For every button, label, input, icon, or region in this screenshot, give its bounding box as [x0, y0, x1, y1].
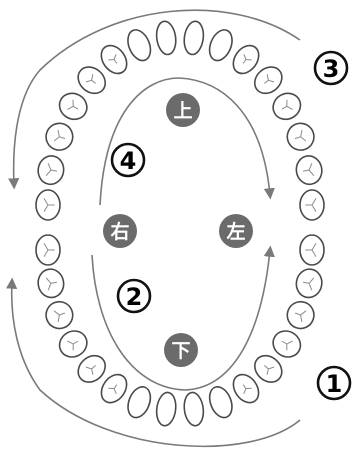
right-badge: 右	[103, 214, 137, 248]
upper-tooth	[208, 29, 233, 62]
step-3-number: 3	[323, 55, 340, 83]
outer-upper-arrow	[8, 9, 301, 190]
lower-tooth-fissure	[43, 243, 55, 257]
lower-tooth-fissure	[53, 310, 66, 322]
lower-tooth-fissure	[242, 384, 252, 394]
upper-tooth-fissure	[45, 163, 58, 177]
upper-tooth-fissure	[242, 54, 252, 64]
step-1-marker: 1	[316, 365, 352, 401]
upper-tooth-fissure	[281, 99, 293, 110]
inner-upper-arrow	[99, 77, 275, 206]
upper-teeth-arch	[35, 20, 325, 221]
upper-tooth-fissure	[294, 129, 307, 142]
left-badge: 左	[219, 214, 253, 248]
upper-tooth	[155, 20, 177, 56]
lower-tooth	[155, 391, 177, 427]
upper-tooth-fissure	[264, 74, 275, 84]
upper-tooth-fissure	[53, 129, 66, 142]
lower-teeth-arch	[35, 234, 325, 427]
lower-tooth-fissure	[45, 277, 58, 291]
lower-badge: 下	[164, 333, 198, 367]
left-label: 左	[226, 220, 245, 243]
lower-tooth	[183, 391, 205, 427]
right-label: 右	[109, 220, 129, 243]
lower-tooth-fissure	[264, 365, 275, 375]
step-4-marker: 4	[110, 142, 146, 178]
lower-label: 下	[171, 340, 190, 362]
step-4-number: 4	[120, 147, 137, 175]
upper-label: 上	[173, 100, 192, 122]
step-2-marker: 2	[116, 278, 152, 314]
lower-tooth-fissure	[294, 310, 307, 322]
upper-tooth	[127, 29, 152, 62]
upper-tooth-fissure	[305, 198, 317, 212]
upper-tooth-fissure	[67, 99, 79, 110]
lower-tooth	[127, 386, 152, 419]
upper-tooth-fissure	[43, 198, 55, 212]
lower-tooth-fissure	[85, 365, 96, 375]
upper-badge: 上	[166, 93, 200, 127]
upper-tooth	[183, 20, 205, 56]
step-3-marker: 3	[313, 50, 349, 86]
outer-lower-arrow	[6, 277, 301, 448]
lower-tooth-fissure	[281, 340, 293, 351]
upper-tooth-fissure	[108, 54, 118, 64]
lower-tooth-fissure	[67, 340, 79, 351]
lower-tooth-fissure	[305, 243, 317, 257]
upper-tooth-fissure	[85, 74, 96, 84]
step-1-number: 1	[326, 370, 343, 398]
lower-tooth	[208, 386, 233, 419]
lower-tooth-fissure	[108, 384, 118, 394]
lower-tooth-fissure	[302, 277, 315, 291]
inner-lower-arrow	[91, 245, 275, 391]
upper-tooth-fissure	[302, 163, 315, 177]
step-2-number: 2	[126, 283, 143, 311]
